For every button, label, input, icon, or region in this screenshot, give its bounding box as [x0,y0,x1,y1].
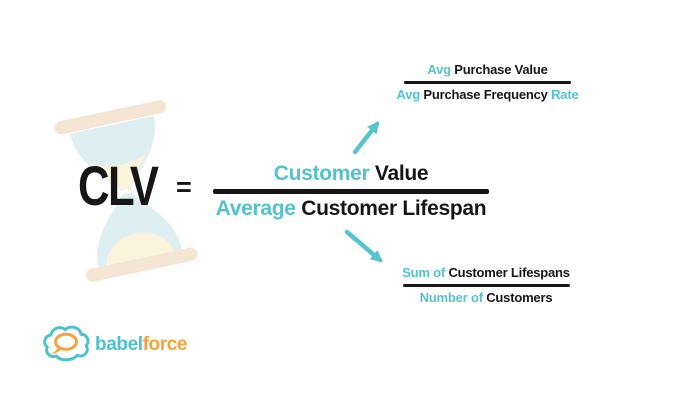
hourglass-bottom-cap [85,247,198,282]
hourglass-bottom-sand [106,232,175,266]
bottom-fraction-numerator: Sum of Customer Lifespans [402,265,570,281]
hourglass-top-sand [89,150,148,191]
main-fraction-denominator: Average Customer Lifespan [216,196,487,222]
main-fraction-numerator: Customer Value [274,161,429,187]
text-segment: Avg [427,62,451,77]
hourglass-top-cap [54,100,167,135]
cloud-speech-bubble-icon [43,325,90,362]
bottom-fraction-denominator: Number of Customers [420,290,553,306]
text-segment: Customer Lifespan [295,197,487,220]
cloud-outline [43,325,90,362]
top-fraction: Avg Purchase Value Avg Purchase Frequenc… [385,62,590,103]
speech-bubble-tail [50,347,63,355]
text-segment: Rate [547,87,579,102]
main-fraction: Customer Value Average Customer Lifespan [205,161,497,222]
top-fraction-bar [404,81,571,84]
main-fraction-bar [213,189,489,194]
babelforce-logo: babelforce [42,322,187,366]
equals-sign: = [176,172,192,202]
logo-text-force: force [142,333,188,355]
hourglass-icon [54,100,198,282]
text-segment: Average [215,197,296,220]
text-segment: Customers [482,290,553,305]
logo-wordmark: babelforce [95,335,187,354]
text-segment: Value [369,162,429,185]
text-segment: Customer Lifespans [445,265,570,280]
arrow-up-right-icon [352,121,380,155]
text-segment: Purchase Frequency [419,87,548,102]
text-segment: Number of [419,290,483,305]
bottom-fraction-bar [402,284,570,287]
top-fraction-denominator: Avg Purchase Frequency Rate [397,87,579,103]
text-segment: Avg [396,87,421,102]
arrow-down-right-icon [344,229,383,263]
text-segment: Customer [273,162,370,185]
clv-label: CLV [78,154,159,217]
text-segment: Purchase Value [450,62,548,77]
logo-text-babel: babel [95,333,143,355]
bottom-fraction: Sum of Customer Lifespans Number of Cust… [387,265,585,306]
top-fraction-numerator: Avg Purchase Value [427,62,547,78]
text-segment: Sum of [402,265,446,280]
speech-bubble [54,332,78,351]
